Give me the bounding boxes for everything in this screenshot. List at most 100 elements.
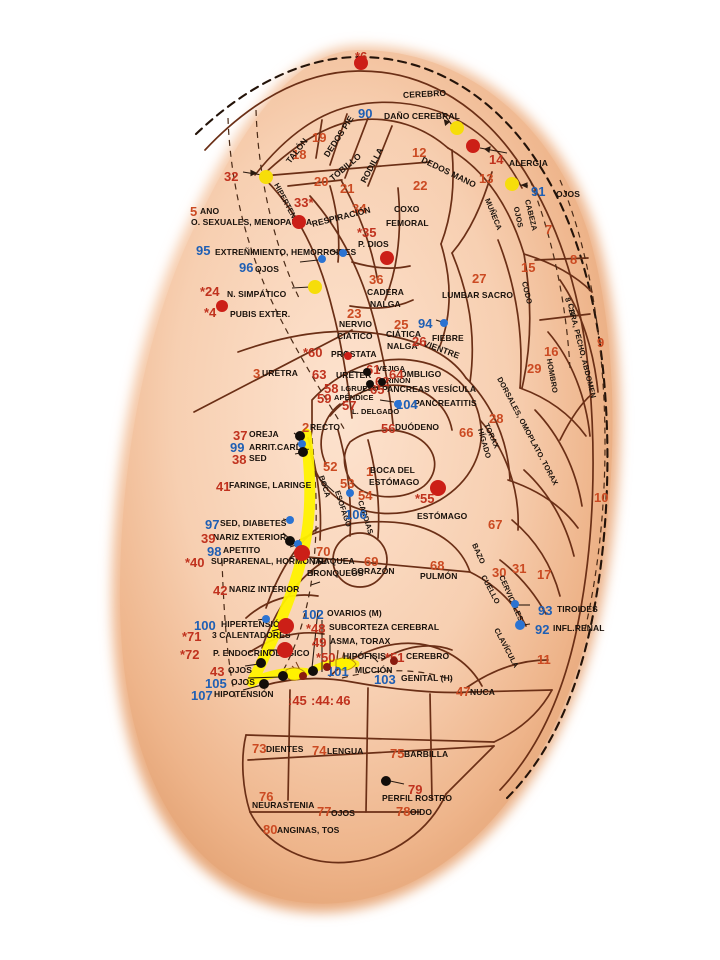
acupoint-black[interactable] — [256, 658, 266, 668]
point-number-label: *40 — [185, 555, 205, 570]
point-number-label: 105 — [205, 676, 227, 691]
point-number-label: 46 — [336, 693, 351, 708]
zone-name: CEREBRO — [406, 651, 450, 661]
point-number-label: 98 — [207, 544, 222, 559]
acupoint-black[interactable] — [259, 679, 269, 689]
zone-number: 13 — [479, 171, 494, 186]
point-number-label: 92 — [535, 622, 550, 637]
acupoint-black[interactable] — [298, 447, 308, 457]
acupoint-yellow[interactable] — [450, 121, 464, 135]
acupoint-blue[interactable] — [515, 620, 525, 630]
acupoint-black[interactable] — [366, 380, 374, 388]
zone-name: OMBLIGO — [400, 369, 442, 379]
zone-name: ESTÓMAGO — [417, 511, 468, 521]
acupoint-yellow[interactable] — [308, 280, 322, 294]
point-number-label: 100 — [194, 618, 216, 633]
zone-name: PANCREATITIS — [414, 398, 477, 408]
acupoint-blue[interactable] — [262, 615, 270, 623]
zone-number: 10 — [594, 490, 609, 505]
acupoint-red[interactable] — [466, 139, 480, 153]
acupoint-black[interactable] — [278, 671, 288, 681]
zone-number: 3 — [253, 366, 261, 381]
acupoint-blue[interactable] — [346, 489, 354, 497]
zone-number: 5 — [190, 204, 198, 219]
zone-name: N. SIMPÁTICO — [227, 289, 287, 299]
zone-name: FEMORAL — [386, 218, 429, 228]
point-number-label: 32 — [224, 169, 239, 184]
point-number-label: 103 — [374, 672, 396, 687]
acupoint-red[interactable] — [292, 215, 306, 229]
acupoint-yellow[interactable] — [505, 177, 519, 191]
acupoint-red[interactable] — [430, 480, 446, 496]
acupoint-red[interactable] — [278, 618, 294, 634]
zone-number: 7 — [545, 222, 553, 237]
acupoint-blue[interactable] — [286, 516, 294, 524]
acupoint-black[interactable] — [285, 536, 295, 546]
point-number-label: 101 — [327, 664, 349, 679]
acupoint-black[interactable] — [363, 368, 371, 376]
point-number-label: *50 — [316, 650, 336, 665]
acupoint-blue[interactable] — [394, 400, 402, 408]
point-number-label: 26 — [412, 334, 427, 349]
acupoint-red[interactable] — [354, 56, 368, 70]
zone-number: 15 — [521, 260, 536, 275]
zone-name: VEJIGA — [377, 364, 406, 373]
zone-number: 73 — [252, 741, 267, 756]
zone-name: NEURASTENIA — [252, 800, 315, 810]
zone-name: P. ENDOCRINOLÓGICO — [213, 648, 310, 658]
acupoint-darkred[interactable] — [299, 672, 307, 680]
zone-number: 75 — [390, 746, 405, 761]
point-number-label: 57 — [342, 398, 357, 413]
acupoint-red[interactable] — [277, 642, 293, 658]
acupoint-red[interactable] — [380, 251, 394, 265]
zone-number: 30 — [492, 565, 507, 580]
zone-number: 29 — [527, 361, 542, 376]
point-number-label: 93 — [538, 603, 553, 618]
zone-number: 70 — [316, 544, 331, 559]
acupoint-blue[interactable] — [294, 540, 302, 548]
zone-name: NALGA — [370, 299, 401, 309]
zone-name: OJOS — [228, 665, 253, 675]
acupoint-black[interactable] — [295, 431, 305, 441]
acupoint-blue[interactable] — [298, 440, 306, 448]
zone-name: BARBILLA — [404, 749, 449, 759]
zone-name: P. DIOS — [358, 239, 389, 249]
zone-name: TIROIDES — [557, 604, 598, 614]
zone-name: SED — [249, 453, 267, 463]
point-number-label: *24 — [200, 284, 220, 299]
zone-name: DAÑO CEREBRAL — [384, 111, 460, 121]
acupoint-red[interactable] — [216, 300, 228, 312]
acupoint-blue[interactable] — [318, 255, 326, 263]
zone-name: OIDO — [410, 807, 433, 817]
acupoint-red[interactable] — [294, 545, 310, 561]
acupoint-black[interactable] — [308, 666, 318, 676]
zone-name: APÉNDICE — [334, 393, 374, 402]
acupoint-darkred[interactable] — [323, 663, 331, 671]
zone-name: RIÑÓN — [386, 376, 411, 385]
zone-name: ARRIT.CARD... — [249, 442, 310, 452]
zone-name: SUPRARENAL, HORMONAL — [211, 556, 327, 566]
acupoint-blue[interactable] — [440, 319, 448, 327]
zone-name: ANO — [200, 206, 220, 216]
acupoint-black[interactable] — [378, 378, 386, 386]
helix-outline — [194, 55, 609, 802]
zone-name: LUMBAR SACRO — [442, 290, 514, 300]
zone-name: TRAQUEA — [312, 556, 355, 566]
zone-name: OJOS — [556, 189, 581, 199]
zone-number: 8 — [570, 252, 578, 267]
acupoint-blue[interactable] — [511, 600, 519, 608]
zone-name: CIÁTICO — [337, 331, 373, 341]
zone-number: 77 — [317, 804, 332, 819]
zone-number: 16 — [544, 344, 559, 359]
point-number-label: 59 — [317, 391, 332, 406]
acupoint-red[interactable] — [344, 352, 352, 360]
zone-name: FARINGE, LARINGE — [229, 480, 312, 490]
acupoint-blue[interactable] — [339, 249, 347, 257]
zone-name: ANGINAS, TOS — [277, 825, 340, 835]
acupoint-yellow[interactable] — [259, 170, 273, 184]
acupoint-black[interactable] — [381, 776, 391, 786]
acupoint-darkred[interactable] — [390, 657, 398, 665]
zone-name: PERFIL ROSTRO — [382, 793, 453, 803]
point-number-label: 97 — [205, 517, 220, 532]
